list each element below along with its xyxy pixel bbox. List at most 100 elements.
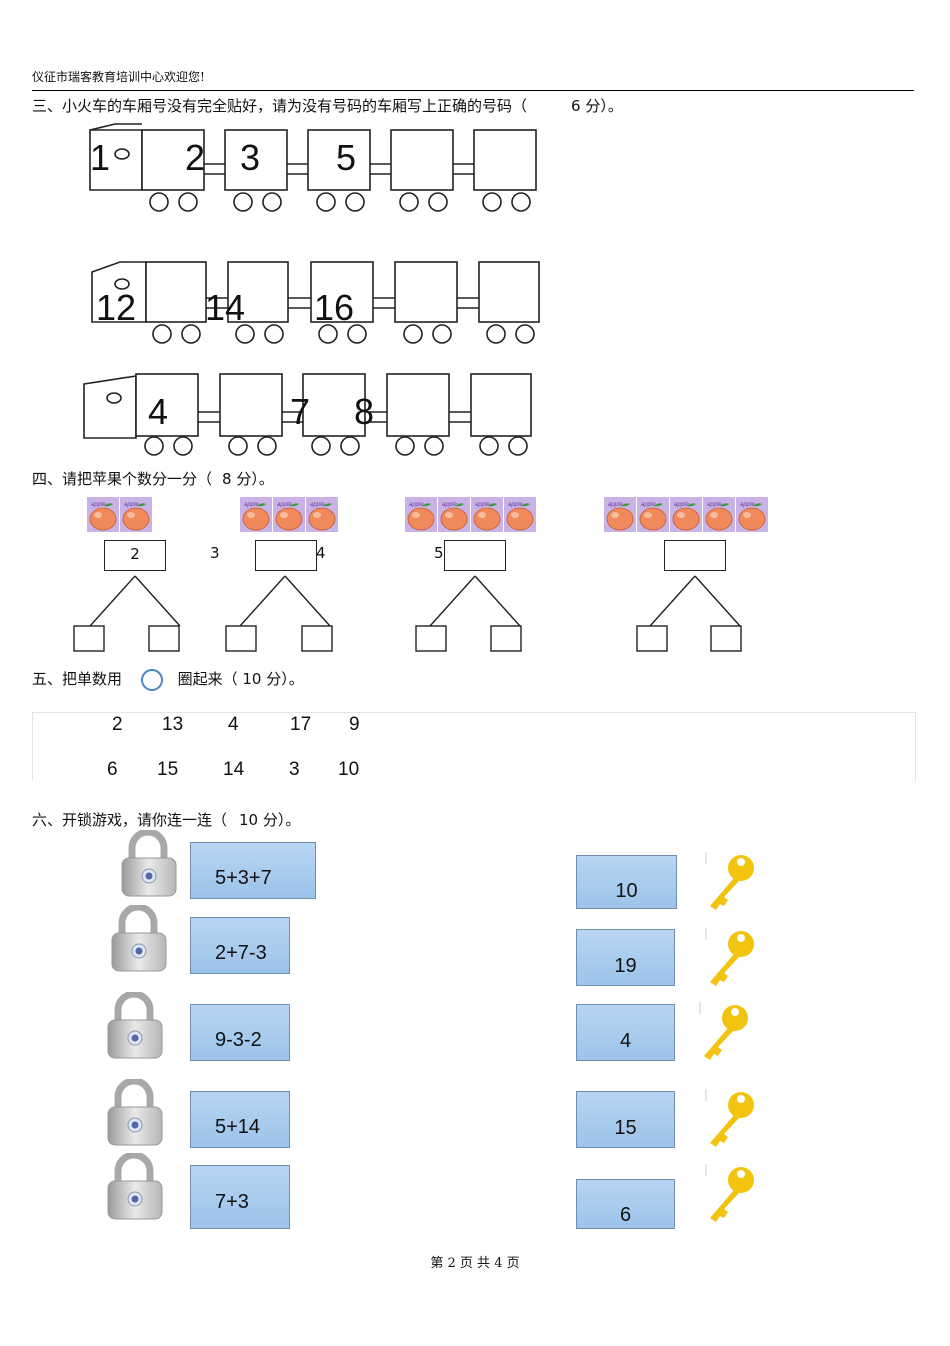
split-box[interactable] — [415, 625, 447, 652]
train2-wheels — [152, 324, 535, 344]
svg-text:apple: apple — [310, 502, 325, 508]
lock-icon — [104, 990, 168, 1060]
apple-count-label: 4 — [316, 544, 326, 562]
answer-box[interactable]: 6 — [576, 1179, 675, 1229]
train3-number: 7 — [290, 391, 311, 432]
apple-icon: apple — [306, 497, 338, 532]
apple-icon: apple — [504, 497, 536, 532]
answer-box[interactable]: 4 — [576, 1004, 675, 1061]
svg-text:apple: apple — [707, 502, 722, 508]
key-icon — [702, 1162, 762, 1224]
q6-title: 六、开锁游戏，请你连一连（10 分）。 — [32, 811, 301, 829]
split-box[interactable] — [490, 625, 522, 652]
svg-text:apple: apple — [740, 502, 755, 508]
train1-window — [114, 148, 130, 160]
apple-icon: apple — [703, 497, 735, 532]
number-item[interactable]: 9 — [349, 714, 360, 735]
train3-car — [470, 373, 532, 437]
train2-car — [310, 261, 374, 323]
apple-icon: apple — [87, 497, 119, 532]
apple-icon: apple — [240, 497, 272, 532]
apple-icon: apple — [736, 497, 768, 532]
number-item[interactable]: 15 — [157, 759, 179, 780]
train1-number: 3 — [240, 137, 261, 178]
lock-icon — [104, 1151, 168, 1221]
train1-car — [307, 129, 371, 191]
lock-icon — [104, 1077, 168, 1147]
train3-wheels — [144, 436, 528, 456]
number-item[interactable]: 3 — [289, 759, 300, 780]
split-diagrams — [73, 575, 742, 652]
split-box[interactable] — [710, 625, 742, 652]
lock-icon — [118, 828, 182, 898]
train3-car — [135, 373, 199, 437]
split-box[interactable] — [148, 625, 180, 652]
train2-car — [394, 261, 458, 323]
number-item[interactable]: 14 — [223, 759, 245, 780]
train2-car — [478, 261, 540, 323]
split-box[interactable] — [225, 625, 257, 652]
apple-count-label: 5 — [434, 544, 444, 562]
apple-icon: apple — [604, 497, 636, 532]
number-item[interactable]: 2 — [112, 714, 123, 735]
train2-number: 12 — [96, 287, 137, 328]
train2-number: 14 — [205, 287, 246, 328]
split-box[interactable] — [73, 625, 105, 652]
svg-text:apple: apple — [475, 502, 490, 508]
split-box[interactable] — [301, 625, 333, 652]
svg-text:apple: apple — [91, 502, 106, 508]
number-item[interactable]: 10 — [338, 759, 360, 780]
apple-icon: apple — [670, 497, 702, 532]
train3-window — [106, 392, 122, 404]
train1-car — [141, 129, 205, 191]
apple-icon: apple — [438, 497, 470, 532]
apple-icon: apple — [471, 497, 503, 532]
page-footer: 第 2 页 共 4 页 — [430, 1256, 520, 1271]
train3-number: 8 — [354, 391, 375, 432]
train1-number: 1 — [90, 137, 111, 178]
train2-car — [145, 261, 207, 323]
equation-box[interactable]: 7+3 — [190, 1165, 290, 1229]
apple-count-label: 2 — [130, 545, 140, 563]
train3-car — [386, 373, 450, 437]
number-item[interactable]: 6 — [107, 759, 118, 780]
key-icon — [702, 1087, 762, 1149]
equation-box[interactable]: 5+3+7 — [190, 842, 316, 899]
equation-box[interactable]: 5+14 — [190, 1091, 290, 1148]
numbers-box — [32, 712, 916, 781]
train3-car — [302, 373, 366, 437]
train1-car — [224, 129, 288, 191]
answer-box[interactable]: 15 — [576, 1091, 675, 1148]
number-item[interactable]: 4 — [228, 714, 239, 735]
q4-title: 四、请把苹果个数分一分（8 分）。 — [32, 470, 274, 488]
q5-title: 五、把单数用 圈起来（ 10 分）。 — [32, 668, 304, 691]
svg-text:apple: apple — [674, 502, 689, 508]
split-box[interactable] — [636, 625, 668, 652]
apple-icon: apple — [405, 497, 437, 532]
lock-icon — [108, 903, 172, 973]
train3-car — [219, 373, 283, 437]
apple-icon: apple — [120, 497, 152, 532]
number-item[interactable]: 13 — [162, 714, 184, 735]
answer-box[interactable]: 19 — [576, 929, 675, 986]
svg-text:apple: apple — [277, 502, 292, 508]
key-icon — [696, 1000, 756, 1062]
equation-box[interactable]: 2+7-3 — [190, 917, 290, 974]
train1-number: 2 — [185, 137, 206, 178]
svg-text:apple: apple — [244, 502, 259, 508]
answer-box[interactable] — [444, 540, 506, 571]
train1-car — [390, 129, 454, 191]
apple-icon: apple — [637, 497, 669, 532]
equation-box[interactable]: 9-3-2 — [190, 1004, 290, 1061]
svg-text:apple: apple — [124, 502, 139, 508]
train1-wheels — [149, 192, 531, 212]
answer-box[interactable] — [255, 540, 317, 571]
answer-box[interactable] — [664, 540, 726, 571]
apple-icon: apple — [273, 497, 305, 532]
train2-car — [227, 261, 289, 323]
train1-number: 5 — [336, 137, 357, 178]
svg-text:apple: apple — [641, 502, 656, 508]
train2-window — [114, 278, 130, 290]
answer-box[interactable]: 10 — [576, 855, 677, 909]
number-item[interactable]: 17 — [290, 714, 312, 735]
